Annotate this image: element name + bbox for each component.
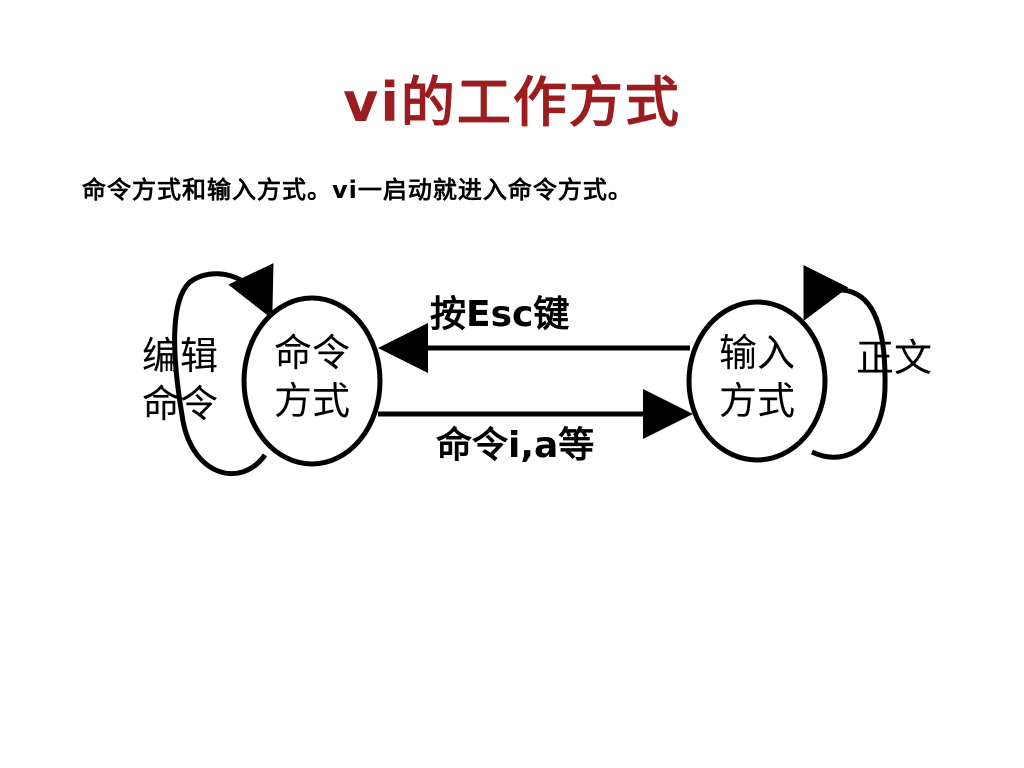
edit-command-label-line2: 命令 — [142, 381, 219, 426]
slide-title: vi的工作方式 — [343, 71, 681, 134]
edit-command-loop — [172, 263, 274, 476]
command-mode-label-line1: 命令 — [273, 331, 350, 375]
edit-command-label-line1: 编辑 — [142, 334, 219, 378]
insert-mode-label-line1: 输入 — [718, 331, 795, 375]
command-mode-label: 命令 方式 — [252, 330, 372, 425]
esc-arrow-label: 按Esc键 — [430, 294, 570, 335]
text-label: 正文 — [856, 336, 933, 380]
text-input-loop — [803, 265, 888, 460]
insert-mode-label: 输入 方式 — [697, 330, 817, 425]
insert-mode-node — [686, 299, 828, 463]
edit-command-label: 编辑 命令 — [142, 333, 218, 428]
slide-subtitle: 命令方式和输入方式。vi一启动就进入命令方式。 — [82, 176, 633, 204]
insert-arrow-label: 命令i,a等 — [436, 425, 595, 466]
insert-mode-label-line2: 方式 — [718, 378, 795, 423]
command-mode-node — [241, 295, 383, 467]
command-mode-label-line2: 方式 — [273, 378, 350, 423]
